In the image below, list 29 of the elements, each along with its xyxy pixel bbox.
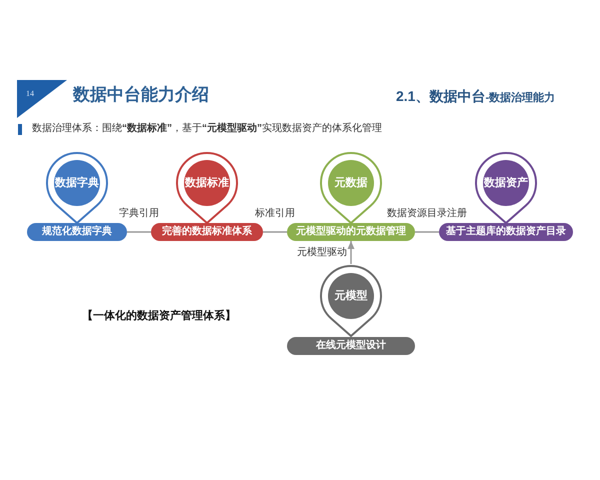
process-pill: 元模型驱动的元数据管理 xyxy=(287,223,415,241)
arrow xyxy=(348,241,354,264)
process-pill: 规范化数据字典 xyxy=(27,223,127,241)
pin-label: 数据标准 xyxy=(185,177,229,189)
section-heading: 2.1、数据中台 xyxy=(396,88,486,105)
page-number-tab: 14 xyxy=(17,80,67,118)
pin-label: 元模型 xyxy=(334,290,368,302)
map-pin-marker xyxy=(319,151,383,224)
pin-label: 数据资产 xyxy=(484,177,528,189)
section-subheading: -数据治理能力 xyxy=(485,91,556,105)
connector-line xyxy=(263,231,287,233)
map-pin-marker xyxy=(319,264,383,337)
connector-line xyxy=(415,231,439,233)
page-title: 数据中台能力介绍 xyxy=(73,85,209,105)
map-pin-marker xyxy=(474,151,538,224)
pin-label: 元数据 xyxy=(334,177,368,189)
intro-sentence: 数据治理体系：围绕“数据标准”，基于“元模型驱动”实现数据资产的体系化管理 xyxy=(32,122,382,136)
connector-line xyxy=(127,231,151,233)
process-pill: 完善的数据标准体系 xyxy=(151,223,263,241)
edge-label: 元模型驱动 xyxy=(297,246,347,258)
pin-label: 数据字典 xyxy=(55,177,99,189)
edge-label: 字典引用 xyxy=(119,208,159,220)
process-pill: 在线元模型设计 xyxy=(287,337,415,355)
map-pin-marker xyxy=(45,151,109,224)
edge-label: 数据资源目录注册 xyxy=(387,208,467,220)
process-pill: 基于主题库的数据资产目录 xyxy=(439,223,573,241)
map-pin-marker xyxy=(175,151,239,224)
system-caption: 【一体化的数据资产管理体系】 xyxy=(82,309,236,323)
edge-label: 标准引用 xyxy=(255,208,295,220)
